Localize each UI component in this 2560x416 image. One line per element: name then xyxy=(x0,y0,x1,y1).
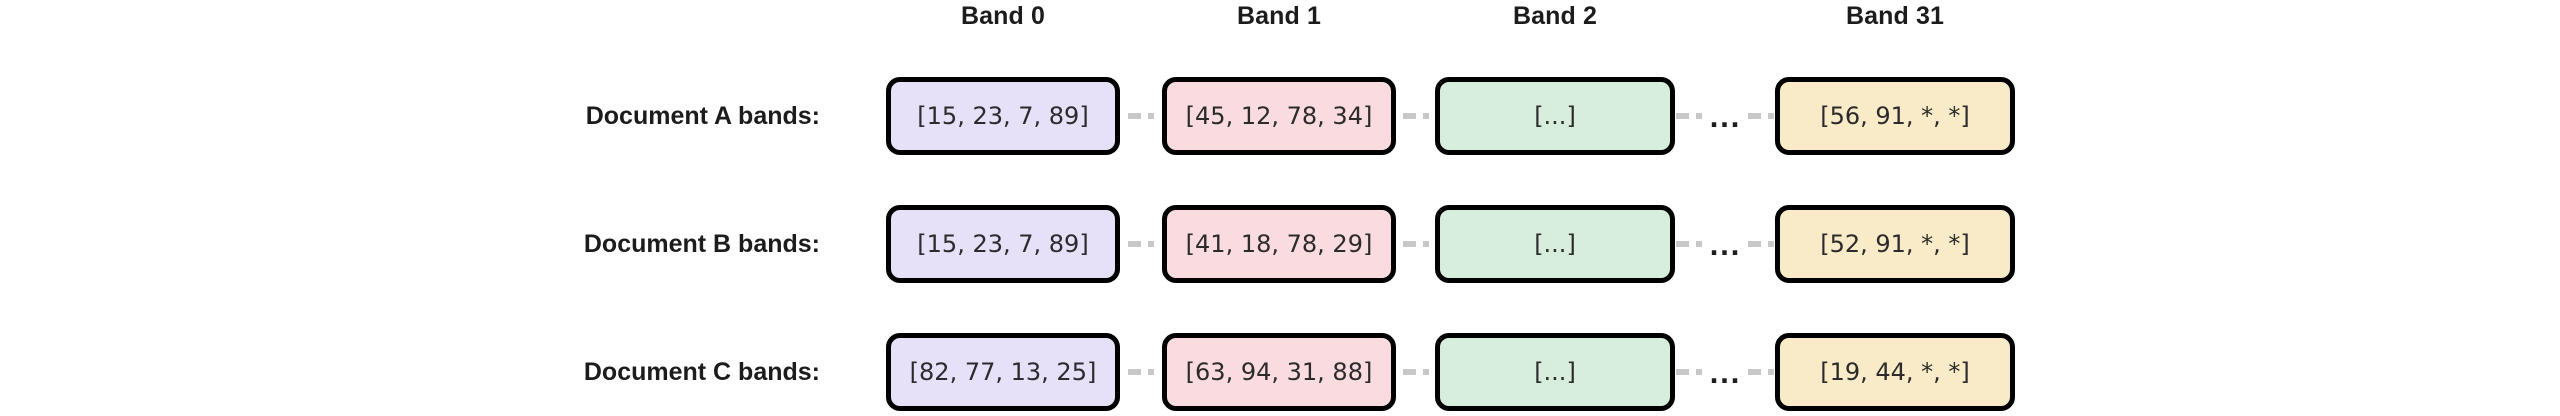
column-header-row: Band 0 Band 1 Band 2 Band 31 xyxy=(0,0,2560,40)
dash-segment-icon xyxy=(1402,369,1416,375)
band-cell-a-0: [15, 23, 7, 89] xyxy=(886,77,1120,155)
dash-segment-icon xyxy=(1422,113,1429,119)
column-header-band-1: Band 1 xyxy=(1237,2,1321,30)
band-cell-c-31: [19, 44, *, *] xyxy=(1775,333,2015,411)
band-cell-c-1: [63, 94, 31, 88] xyxy=(1162,333,1396,411)
dash-segment-icon xyxy=(1148,241,1154,247)
column-header-band-2: Band 2 xyxy=(1513,2,1597,30)
dash-segment-icon xyxy=(1676,369,1690,375)
band-connector-ellipsis: ... xyxy=(1675,362,1775,387)
band-connector xyxy=(1396,111,1435,121)
band-connector-ellipsis: ... xyxy=(1675,106,1775,131)
document-row: Document C bands: [82, 77, 13, 25] [63, … xyxy=(0,333,2560,413)
band-connector xyxy=(1120,239,1162,249)
dash-segment-icon xyxy=(1767,241,1774,247)
dash-segment-icon xyxy=(1422,241,1429,247)
column-header-band-31: Band 31 xyxy=(1846,2,1944,30)
band-cell-b-0: [15, 23, 7, 89] xyxy=(886,205,1120,283)
band-cell-b-1: [41, 18, 78, 29] xyxy=(1162,205,1396,283)
dash-segment-icon xyxy=(1747,369,1761,375)
dash-segment-icon xyxy=(1747,241,1761,247)
band-cell-c-2: [...] xyxy=(1435,333,1675,411)
dash-segment-icon xyxy=(1747,113,1761,119)
dash-segment-icon xyxy=(1148,113,1154,119)
band-cell-a-2: [...] xyxy=(1435,77,1675,155)
dash-segment-icon xyxy=(1128,113,1141,119)
document-row: Document B bands: [15, 23, 7, 89] [41, 1… xyxy=(0,205,2560,285)
dash-segment-icon xyxy=(1696,241,1703,247)
dash-segment-icon xyxy=(1128,369,1141,375)
row-label-document-b: Document B bands: xyxy=(583,230,820,258)
row-label-document-c: Document C bands: xyxy=(583,358,820,386)
dash-segment-icon xyxy=(1676,113,1690,119)
band-cell-b-2: [...] xyxy=(1435,205,1675,283)
row-label-document-a: Document A bands: xyxy=(585,102,820,130)
dash-segment-icon xyxy=(1422,369,1429,375)
band-connector-ellipsis: ... xyxy=(1675,234,1775,259)
document-row: Document A bands: [15, 23, 7, 89] [45, 1… xyxy=(0,77,2560,157)
dash-segment-icon xyxy=(1402,241,1416,247)
band-cell-a-1: [45, 12, 78, 34] xyxy=(1162,77,1396,155)
dash-segment-icon xyxy=(1402,113,1416,119)
dash-segment-icon xyxy=(1696,113,1703,119)
band-connector xyxy=(1396,239,1435,249)
band-cell-a-31: [56, 91, *, *] xyxy=(1775,77,2015,155)
band-connector xyxy=(1396,367,1435,377)
band-connector xyxy=(1120,367,1162,377)
band-cell-c-0: [82, 77, 13, 25] xyxy=(886,333,1120,411)
dash-segment-icon xyxy=(1128,241,1141,247)
band-cell-b-31: [52, 91, *, *] xyxy=(1775,205,2015,283)
dash-segment-icon xyxy=(1148,369,1154,375)
dash-segment-icon xyxy=(1696,369,1703,375)
dash-segment-icon xyxy=(1767,369,1774,375)
column-header-band-0: Band 0 xyxy=(961,2,1045,30)
band-connector xyxy=(1120,111,1162,121)
dash-segment-icon xyxy=(1767,113,1774,119)
dash-segment-icon xyxy=(1676,241,1690,247)
